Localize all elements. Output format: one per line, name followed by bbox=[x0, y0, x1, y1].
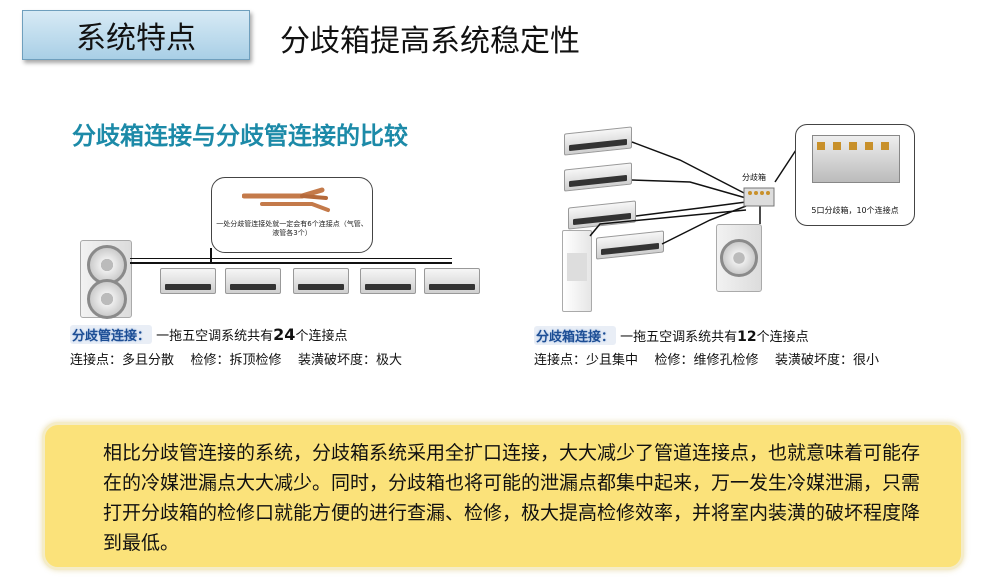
floor-standing-unit-image bbox=[562, 230, 592, 312]
branch-box-caption: 分歧箱连接： 一拖五空调系统共有12个连接点 bbox=[534, 326, 809, 345]
page-title: 分歧箱提高系统稳定性 bbox=[280, 24, 580, 59]
caption-text: 一拖五空调系统共有 bbox=[156, 329, 274, 344]
summary-text: 相比分歧管连接的系统，分歧箱系统采用全扩口连接，大大减少了管道连接点，也就意味着… bbox=[103, 442, 921, 554]
caption-text: 个连接点 bbox=[756, 330, 809, 345]
branch-pipe-details: 连接点：多且分散 检修：拆顶检修 装潢破坏度：极大 bbox=[70, 353, 403, 368]
outdoor-unit-image bbox=[80, 240, 132, 319]
caption-text: 一拖五空调系统共有 bbox=[620, 330, 738, 345]
connection-count: 12 bbox=[737, 329, 757, 345]
connection-count: 24 bbox=[273, 325, 296, 344]
summary-box: 相比分歧管连接的系统，分歧箱系统采用全扩口连接，大大减少了管道连接点，也就意味着… bbox=[42, 422, 964, 570]
branch-pipe-callout: 一处分歧管连接处就一定会有6个连接点（气管、液管各3个） bbox=[211, 177, 373, 253]
indoor-unit-image bbox=[360, 268, 416, 294]
comparison-heading: 分歧箱连接与分歧管连接的比较 bbox=[72, 122, 408, 150]
branch-box-caption-label: 分歧箱连接： bbox=[534, 326, 617, 345]
indoor-unit-image bbox=[424, 268, 480, 294]
branch-box-label: 分歧箱 bbox=[742, 173, 766, 182]
section-tag: 系统特点 bbox=[22, 10, 250, 60]
branch-pipe-label: 分歧管连接： bbox=[70, 325, 153, 344]
branch-pipe-note: 一处分歧管连接处就一定会有6个连接点（气管、液管各3个） bbox=[216, 220, 368, 237]
branch-box-callout: 5口分歧箱，10个连接点 bbox=[795, 124, 915, 226]
outdoor-unit-image bbox=[716, 224, 762, 292]
branch-pipe-image bbox=[242, 187, 330, 212]
caption-text: 个连接点 bbox=[295, 329, 348, 344]
branch-box-details: 连接点：少且集中 检修：维修孔检修 装潢破坏度：很小 bbox=[534, 353, 880, 368]
indoor-unit-image bbox=[293, 268, 349, 294]
branch-box-piping bbox=[589, 141, 797, 245]
branch-box-note: 5口分歧箱，10个连接点 bbox=[811, 206, 899, 215]
branch-pipe-caption: 分歧管连接： 一拖五空调系统共有24个连接点 bbox=[70, 325, 347, 344]
branch-box-image bbox=[812, 135, 900, 183]
indoor-unit-image bbox=[160, 268, 216, 294]
indoor-unit-image bbox=[225, 268, 281, 294]
